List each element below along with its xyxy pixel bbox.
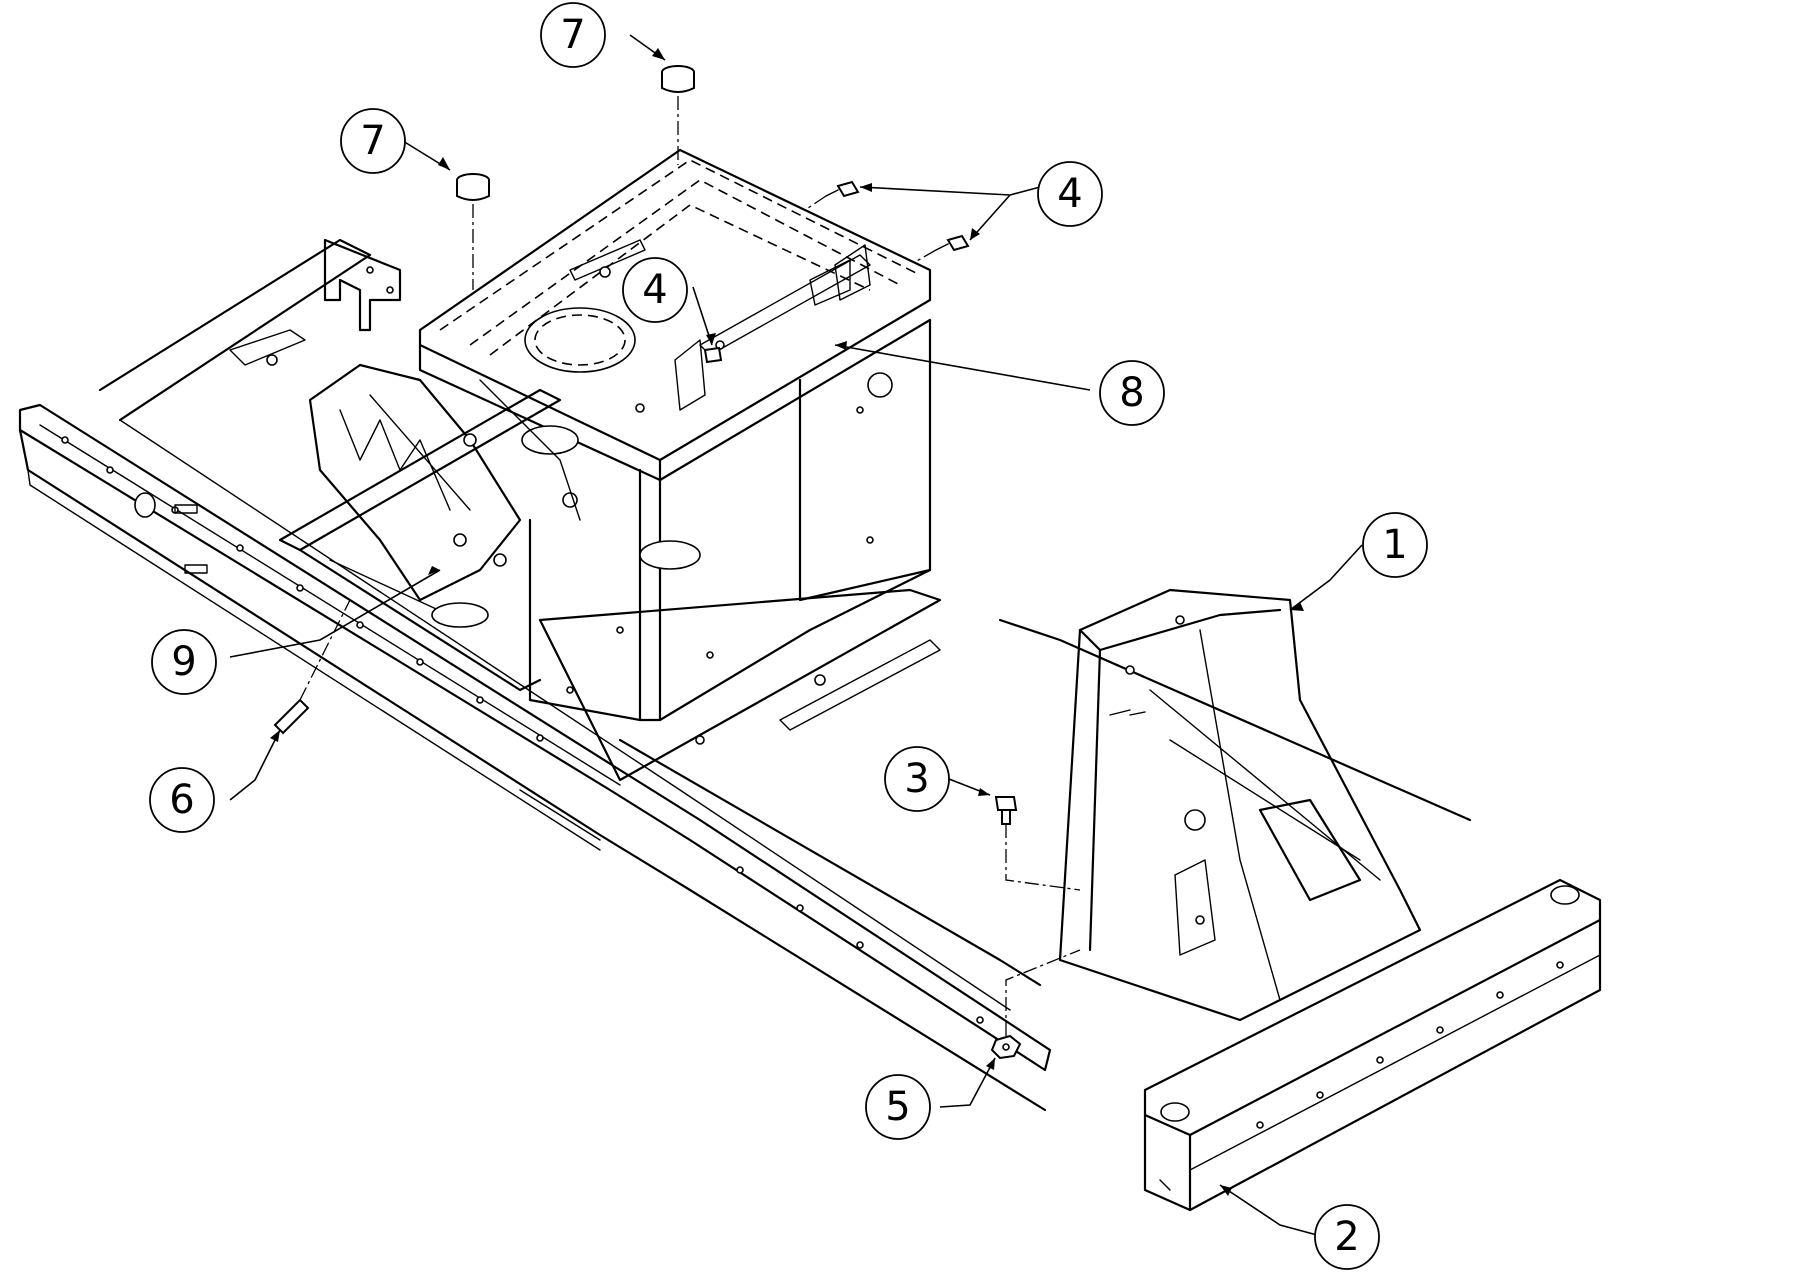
callout-6: 6 [149,767,215,833]
bumper-7b [456,173,490,201]
svg-text:3: 3 [904,756,929,802]
svg-text:1: 1 [1382,522,1407,568]
callout-5: 5 [865,1074,931,1140]
clip-6 [273,698,310,735]
callout-4-lower: 4 [622,257,688,323]
floor-pan [278,388,942,782]
arrowheads [270,48,1304,1196]
rear-left-bracket [229,329,306,366]
svg-text:4: 4 [642,267,667,313]
callout-7-top: 7 [540,2,606,68]
svg-text:8: 8 [1119,370,1144,416]
callout-8: 8 [1099,360,1165,426]
shift-plate [308,363,581,602]
svg-text:6: 6 [169,777,194,823]
bumper-7a [661,65,695,93]
svg-text:7: 7 [360,118,385,164]
bracket-8 [674,244,871,411]
svg-text:7: 7 [560,12,585,58]
front-support [1058,588,1422,1022]
svg-text:2: 2 [1334,1214,1359,1260]
bolt-4a [825,180,860,198]
callout-3: 3 [884,746,950,812]
rear-plate [323,238,402,332]
bolt-4c [703,346,723,364]
front-axle-beam [1143,878,1602,1212]
callout-7-left: 7 [340,108,406,174]
assembly-lines [299,96,1081,1036]
bolt-3 [994,796,1018,825]
svg-text:9: 9 [171,639,196,685]
right-side-rail [98,238,1472,1011]
left-side-rail [18,403,1052,1112]
callout-1: 1 [1362,512,1428,578]
svg-text:5: 5 [885,1084,910,1130]
callout-2: 2 [1314,1204,1380,1270]
bolt-4b [935,234,970,252]
leader-lines [229,34,1363,1236]
svg-text:4: 4 [1057,171,1082,217]
callout-9: 9 [151,629,217,695]
nut-5 [990,1034,1022,1060]
seat-support-box [528,318,932,722]
callout-4-upper: 4 [1037,161,1103,227]
